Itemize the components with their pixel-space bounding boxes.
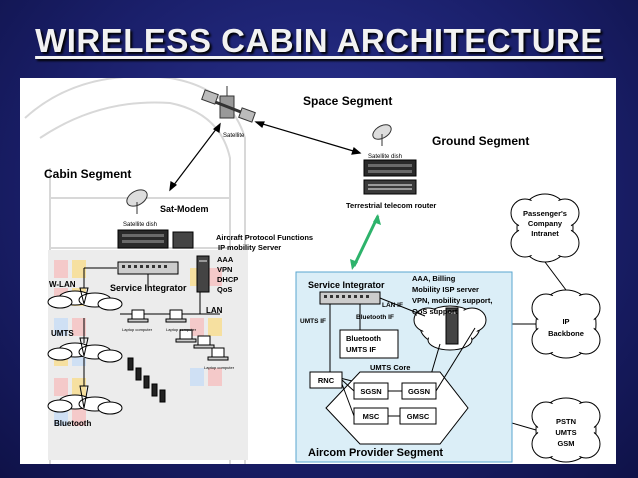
cabin-service-qos: QoS: [217, 285, 232, 294]
sat-modem-label: Sat-Modem: [160, 204, 209, 214]
architecture-diagram: Satellite Space Segment Ground Segment C…: [24, 78, 601, 464]
umts-core-label: UMTS Core: [370, 363, 410, 372]
cabin-segment-label: Cabin Segment: [44, 167, 131, 181]
bluetooth-cloud: [47, 394, 123, 415]
cabin-dish-label: Satellite dish: [123, 222, 157, 228]
umts-if-label: UMTS IF: [300, 318, 326, 325]
passenger-intranet-cloud: [510, 193, 580, 263]
intranet-label-line2: Company: [528, 219, 563, 228]
gmsc-label: GMSC: [407, 412, 430, 421]
sat-modem-rack-icon: [117, 229, 194, 249]
bluetooth-umts-if-line1: Bluetooth: [346, 334, 381, 343]
cabin-service-dhcp: DHCP: [217, 275, 238, 284]
ground-segment-label: Ground Segment: [432, 134, 529, 148]
provider-function-4: QoS support: [412, 307, 458, 316]
ground-switch-icon: [319, 291, 381, 305]
ground-link-arrow: [350, 214, 381, 270]
cabin-service-aaa: AAA: [217, 255, 234, 264]
laptop-label-3: Laptop computer: [204, 365, 235, 370]
bluetooth-if-label: Bluetooth IF: [356, 314, 394, 321]
ip-mobility-label: IP mobility Server: [218, 243, 281, 252]
cabin-server-icon: [196, 255, 210, 293]
cabin-switch-icon: [117, 261, 179, 275]
pstn-line2: UMTS: [555, 428, 576, 437]
laptop-icons: [127, 309, 229, 361]
pstn-cloud: [531, 397, 601, 463]
cabin-satellite-dish-icon: [126, 189, 148, 214]
cabin-lan-label: LAN: [206, 306, 223, 315]
bluetooth-antenna-icon: [79, 380, 89, 409]
ip-backbone-cloud: [531, 289, 601, 359]
bluetooth-umts-if-line2: UMTS IF: [346, 345, 376, 354]
provider-server-icon: [445, 307, 459, 345]
pstn-line1: PSTN: [556, 417, 576, 426]
intranet-label-line3: Intranet: [531, 229, 559, 238]
ggsn-label: GGSN: [408, 387, 430, 396]
pstn-line3: GSM: [557, 439, 574, 448]
bluetooth-cabin-label: Bluetooth: [54, 419, 91, 428]
umts-cabin-label: UMTS: [51, 329, 74, 338]
ip-backbone-line1: IP: [562, 317, 569, 326]
satellite-icon: [201, 86, 256, 123]
wlan-label: W-LAN: [49, 280, 76, 289]
ground-equipment-rack-icon: [363, 159, 417, 195]
umts-antenna-icon: [79, 332, 89, 357]
terrestrial-router-label: Terrestrial telecom router: [346, 201, 436, 210]
ground-satellite-dish-icon: [372, 124, 392, 146]
provider-function-1: AAA, Billing: [412, 274, 456, 283]
aircom-provider-label: Aircom Provider Segment: [308, 447, 443, 459]
cabin-service-vpn: VPN: [217, 265, 232, 274]
satellite-label: Satellite: [223, 133, 245, 139]
intranet-label-line1: Passenger's: [523, 209, 567, 218]
lan-if-label: LAN IF: [382, 302, 403, 309]
ip-backbone-line2: Backbone: [548, 329, 584, 338]
satellite-links: [169, 121, 362, 192]
space-segment-label: Space Segment: [303, 94, 392, 108]
aircraft-protocol-label: Aircraft Protocol Functions: [216, 233, 313, 242]
diagram-panel: Satellite Space Segment Ground Segment C…: [20, 78, 616, 464]
rnc-label: RNC: [318, 376, 335, 385]
core-internal-lines: [341, 327, 476, 417]
umts-cloud: [47, 342, 123, 363]
mobile-phone-icons: [127, 357, 166, 403]
laptop-label-2: Laptop computer: [166, 327, 197, 332]
sgsn-label: SGSN: [360, 387, 381, 396]
bluetooth-umts-if-box: [339, 329, 399, 359]
msc-label: MSC: [363, 412, 380, 421]
provider-function-3: VPN, mobility support,: [412, 296, 492, 305]
ground-dish-label: Satellite dish: [368, 154, 402, 160]
cabin-service-integrator-label: Service Integrator: [110, 283, 187, 293]
wlan-antenna-icon: [79, 283, 89, 305]
slide-title: WIRELESS CABIN ARCHITECTURE: [35, 22, 603, 59]
laptop-label-1: Laptop computer: [122, 327, 153, 332]
ground-service-integrator-label: Service Integrator: [308, 280, 385, 290]
provider-function-2: Mobility ISP server: [412, 285, 479, 294]
